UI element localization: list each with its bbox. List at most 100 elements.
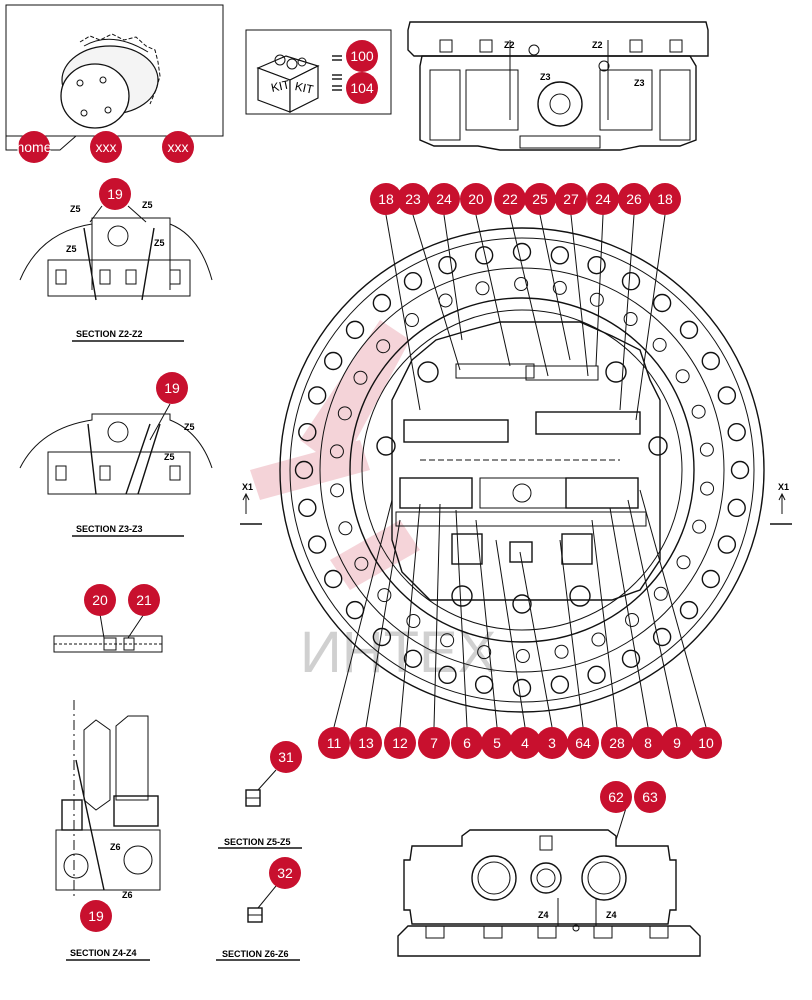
section-z5-view: SECTION Z5-Z5 31 — [218, 741, 302, 849]
callout-label: 32 — [277, 865, 293, 881]
callout-top-24[interactable]: 24 — [428, 183, 460, 215]
bolt-hole — [324, 351, 343, 371]
callout-32[interactable]: 32 — [269, 857, 301, 889]
bolt-hole — [554, 644, 569, 659]
bolt-hole — [727, 422, 746, 442]
callout-top-18[interactable]: 18 — [649, 183, 681, 215]
callout-kit-104[interactable]: 104 — [346, 72, 378, 104]
callout-label: 7 — [430, 735, 438, 751]
callout-label: 31 — [278, 749, 294, 765]
x1-cut-marker-left: X1 — [240, 482, 262, 525]
callout-top-26[interactable]: 26 — [618, 183, 650, 215]
cut-label-x1: X1 — [242, 482, 253, 492]
leader-line — [443, 214, 463, 341]
callout-label: 18 — [657, 191, 673, 207]
callout-bottom-13[interactable]: 13 — [350, 727, 382, 759]
callout-label: 20 — [92, 592, 108, 608]
callout-kit-100[interactable]: 100 — [346, 40, 378, 72]
bolt-hole — [440, 633, 455, 648]
callout-bottom-5[interactable]: 5 — [481, 727, 513, 759]
callout-19-z2[interactable]: 19 — [99, 178, 131, 210]
bolt-hole — [330, 483, 345, 498]
top-housing-view: Z2 Z2 Z3 Z3 — [407, 21, 709, 151]
callout-label: 9 — [673, 735, 681, 751]
callout-label: 100 — [350, 48, 374, 64]
callout-label: 19 — [88, 908, 104, 924]
callout-label: 18 — [378, 191, 394, 207]
callout-19-z3[interactable]: 19 — [156, 372, 188, 404]
bolt-hole — [591, 632, 606, 647]
leader-line — [627, 499, 678, 728]
section-z2-view: Z5 Z5 Z5 Z5 SECTION Z2-Z2 19 — [19, 178, 213, 342]
thumbnail-panel: home xxx xxx — [5, 4, 224, 163]
next-button-label: xxx — [168, 139, 189, 155]
callout-bottom-10[interactable]: 10 — [690, 727, 722, 759]
bolt-hole — [438, 665, 457, 685]
callout-bottom-6[interactable]: 6 — [451, 727, 483, 759]
section-title-z3: SECTION Z3-Z3 — [76, 524, 143, 534]
callout-top-23[interactable]: 23 — [397, 183, 429, 215]
cut-label-z4-left: Z4 — [538, 910, 549, 920]
callout-bottom-4[interactable]: 4 — [509, 727, 541, 759]
bolt-hole — [353, 370, 368, 385]
next-button[interactable]: xxx — [162, 131, 194, 163]
callout-19-z4[interactable]: 19 — [80, 900, 112, 932]
callout-top-24[interactable]: 24 — [587, 183, 619, 215]
bolt-hole — [587, 665, 606, 685]
callout-label: 24 — [436, 191, 452, 207]
leader-line — [509, 214, 549, 377]
section-z3-view: Z5 Z5 SECTION Z3-Z3 19 — [19, 372, 213, 537]
bolt-hole — [652, 293, 672, 313]
callout-top-27[interactable]: 27 — [555, 183, 587, 215]
leader-line — [495, 539, 526, 728]
callout-label: 8 — [644, 735, 652, 751]
callout-bottom-7[interactable]: 7 — [418, 727, 450, 759]
bolt-hole — [474, 246, 494, 265]
callout-label: 10 — [698, 735, 714, 751]
callout-label: 27 — [563, 191, 579, 207]
bolt-hole — [621, 649, 641, 668]
leader-line — [609, 507, 649, 728]
home-button[interactable]: home — [16, 131, 52, 163]
callout-21-pin[interactable]: 21 — [128, 584, 160, 616]
callout-31[interactable]: 31 — [270, 741, 302, 773]
leader-line — [475, 519, 498, 728]
callout-62[interactable]: 62 — [600, 781, 632, 813]
callout-bottom-3[interactable]: 3 — [536, 727, 568, 759]
bolt-hole — [550, 246, 570, 265]
leader-line — [595, 214, 604, 367]
cut-label-z2-right: Z2 — [592, 40, 603, 50]
leader-line — [519, 551, 553, 728]
cut-label-z3-right: Z3 — [634, 78, 645, 88]
bolt-hole — [679, 320, 699, 340]
callout-label: 21 — [136, 592, 152, 608]
callout-top-25[interactable]: 25 — [524, 183, 556, 215]
bolt-hole — [727, 498, 746, 518]
cut-label-z3-center: Z3 — [540, 72, 551, 82]
callout-label: 23 — [405, 191, 421, 207]
callout-label: 19 — [164, 380, 180, 396]
cut-label-x1: X1 — [778, 482, 789, 492]
callout-label: 6 — [463, 735, 471, 751]
callout-bottom-28[interactable]: 28 — [601, 727, 633, 759]
previous-button[interactable]: xxx — [90, 131, 122, 163]
bolt-hole — [298, 422, 317, 442]
bolt-hole — [675, 369, 690, 384]
callout-top-22[interactable]: 22 — [494, 183, 526, 215]
leader-line — [412, 214, 461, 371]
bolt-ring-inner — [329, 277, 715, 663]
bolt-hole — [337, 406, 352, 421]
section-title-z6: SECTION Z6-Z6 — [222, 949, 289, 959]
callout-bottom-12[interactable]: 12 — [384, 727, 416, 759]
callout-bottom-9[interactable]: 9 — [661, 727, 693, 759]
callout-top-18[interactable]: 18 — [370, 183, 402, 215]
callout-bottom-11[interactable]: 11 — [318, 727, 350, 759]
callout-bottom-64[interactable]: 64 — [567, 727, 599, 759]
callout-20-pin[interactable]: 20 — [84, 584, 116, 616]
callout-top-20[interactable]: 20 — [460, 183, 492, 215]
callout-bottom-8[interactable]: 8 — [632, 727, 664, 759]
callout-63[interactable]: 63 — [634, 781, 666, 813]
cut-label-z5: Z5 — [142, 200, 153, 210]
bolt-hole — [623, 312, 638, 327]
bolt-hole — [679, 600, 699, 620]
